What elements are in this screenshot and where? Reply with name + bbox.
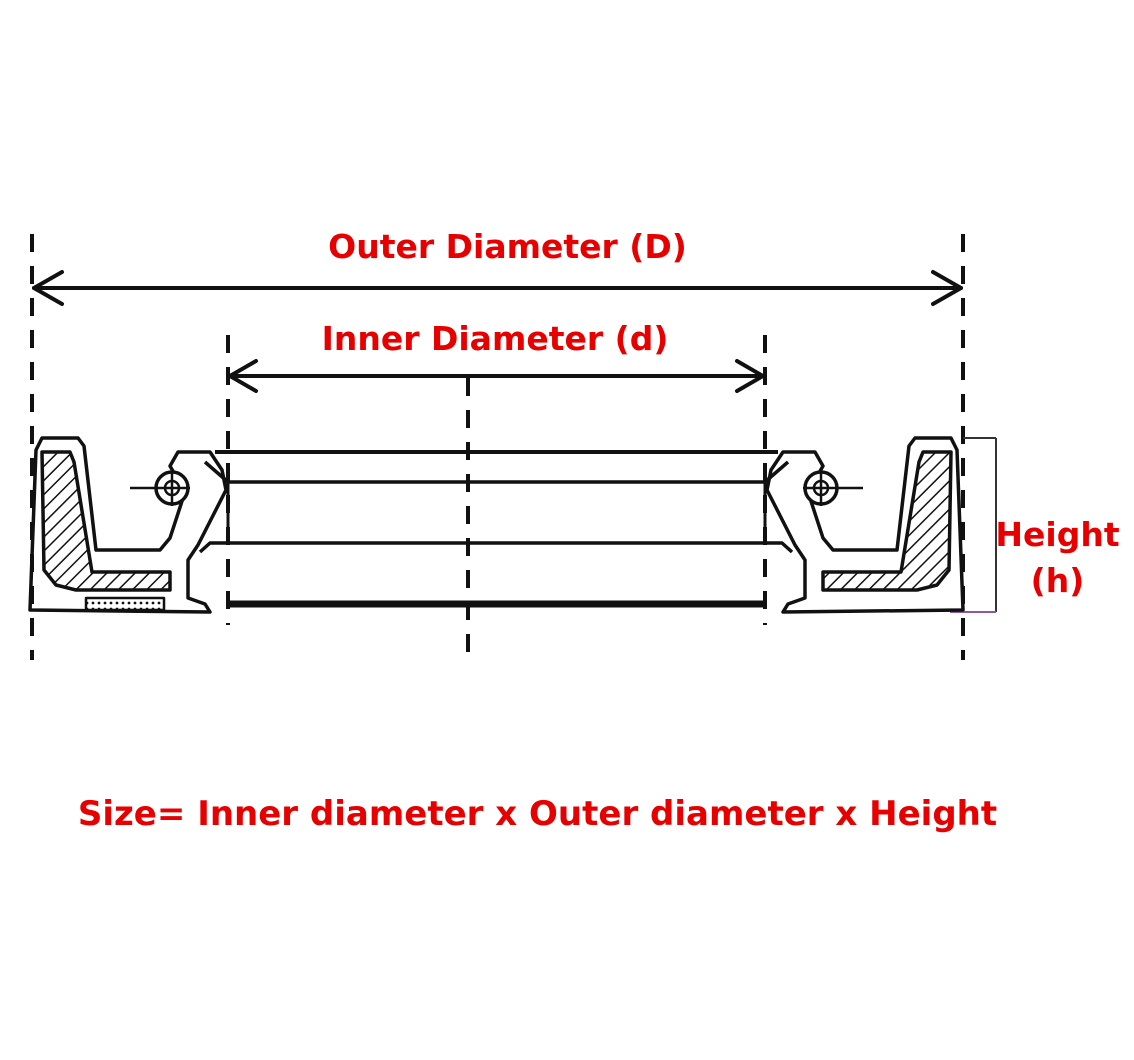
left-metal-case — [40, 450, 172, 592]
height-dimension — [950, 437, 997, 613]
size-formula-label: Size= Inner diameter x Outer diameter x … — [77, 794, 998, 834]
left-seal-section — [28, 436, 228, 614]
inner-diameter-label: Inner Diameter (d) — [321, 319, 669, 358]
right-metal-case — [821, 450, 953, 592]
height-label-line2: (h) — [1030, 561, 1085, 600]
outer-diameter-label: Outer Diameter (D) — [328, 227, 687, 266]
height-label: Height (h) — [990, 512, 1125, 604]
right-seal-section — [765, 436, 965, 614]
extension-lines — [30, 234, 965, 665]
height-label-line1: Height — [995, 515, 1120, 554]
outer-diameter-arrow — [32, 270, 963, 306]
seal-lip-bands — [198, 450, 794, 608]
inner-diameter-arrow — [228, 359, 765, 393]
